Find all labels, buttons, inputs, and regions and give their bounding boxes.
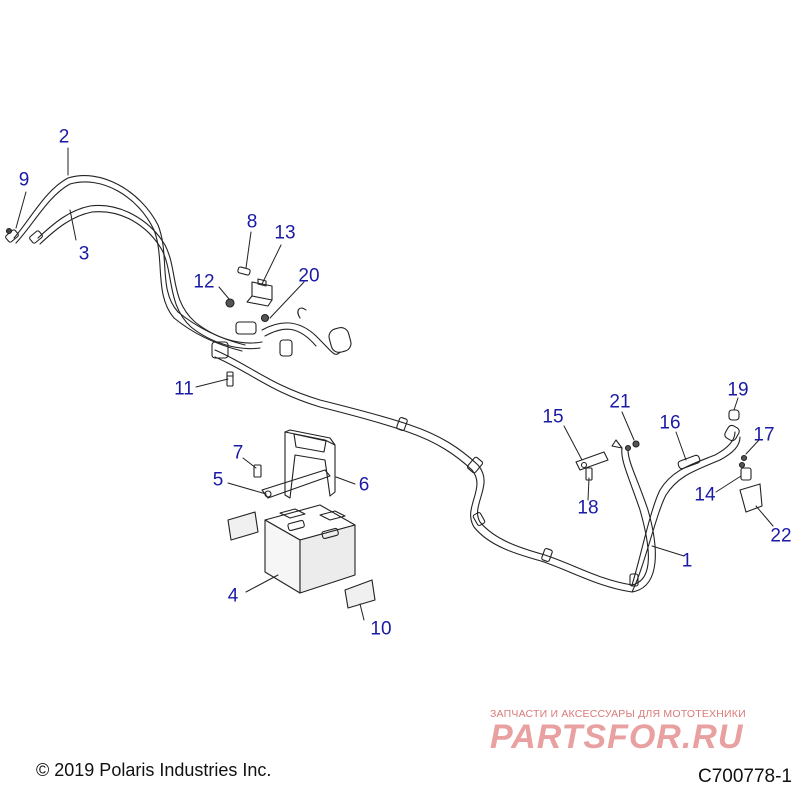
cable-end-9 [5,227,43,244]
callout-11[interactable]: 11 [174,378,194,400]
terminal-14 [740,467,752,481]
callout-16[interactable]: 16 [659,412,681,434]
harness-connectors [211,307,352,359]
callout-6[interactable]: 6 [358,474,370,496]
callout-21[interactable]: 21 [609,391,631,413]
callout-1[interactable]: 1 [681,550,693,572]
clip-17 [738,454,748,469]
relay-13 [246,278,273,307]
bracket-5 [261,469,331,499]
callout-5[interactable]: 5 [212,469,224,491]
watermark-tagline: ЗАПЧАСТИ И АКСЕССУАРЫ ДЛЯ МОТОТЕХНИКИ [490,708,746,720]
callout-12[interactable]: 12 [193,271,215,293]
cable-3 [37,204,263,350]
callout-20[interactable]: 20 [298,265,320,287]
bolt-7 [253,464,262,478]
pad-10 [227,511,376,609]
watermark-logo: PARTSFOR.RU [490,718,744,756]
cap-19 [728,409,740,421]
callout-22[interactable]: 22 [770,525,792,547]
cable-1 [214,349,741,593]
callout-13[interactable]: 13 [274,222,296,244]
cable-2 [13,175,246,352]
callout-7[interactable]: 7 [232,442,244,464]
callout-8[interactable]: 8 [246,211,258,233]
nut-12 [225,298,235,308]
hold-down-6 [284,429,336,499]
drawing-number: C700778-1 [697,766,792,787]
callout-18[interactable]: 18 [577,497,599,519]
copyright-notice: © 2019 Polaris Industries Inc. [36,760,272,780]
battery-4 [264,504,356,594]
callout-10[interactable]: 10 [370,618,392,640]
callout-15[interactable]: 15 [542,406,564,428]
leader-lines [15,147,774,621]
callout-17[interactable]: 17 [753,424,775,446]
bracket-22 [739,483,763,513]
callout-9[interactable]: 9 [18,169,30,191]
callout-2[interactable]: 2 [58,126,70,148]
callout-14[interactable]: 14 [694,484,716,506]
nut-21 [624,440,640,452]
callout-19[interactable]: 19 [727,379,749,401]
bracket-15 [575,451,609,471]
callout-3[interactable]: 3 [78,243,90,265]
bolt-8 [237,266,251,276]
callout-4[interactable]: 4 [227,585,239,607]
nut-20 [260,313,270,323]
